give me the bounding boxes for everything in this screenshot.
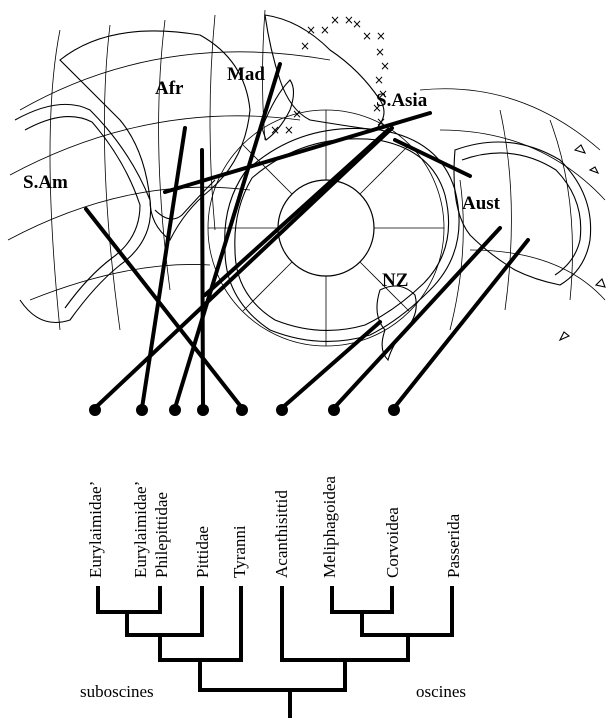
terminal-dot bbox=[276, 404, 288, 416]
madagascar-outline bbox=[261, 79, 295, 141]
line-asia-australia bbox=[393, 138, 472, 178]
line-eurylaimidae-2-africa bbox=[140, 126, 187, 410]
svg-text:×: × bbox=[372, 101, 382, 115]
region-label-south-asia: S.Asia bbox=[376, 90, 428, 111]
tree-branch-meliphagoidea-corvoidea bbox=[330, 586, 394, 614]
region-labels: Afr Mad S.Asia S.Am Aust NZ bbox=[23, 64, 501, 291]
taxon-label-meliphagoidea: Meliphagoidea bbox=[320, 476, 339, 578]
terminal-dots bbox=[89, 404, 400, 416]
africa-outline bbox=[59, 30, 251, 241]
svg-text:×: × bbox=[378, 87, 388, 101]
region-label-south-america: S.Am bbox=[23, 172, 68, 193]
tree-branch-oscines bbox=[288, 658, 347, 692]
longitude-gridlines bbox=[49, 9, 573, 331]
tree-branch-acanthisittid-join bbox=[280, 586, 410, 662]
terminal-dot bbox=[169, 404, 181, 416]
svg-text:×: × bbox=[375, 45, 385, 59]
taxon-label-acanthisittid: Acanthisittid bbox=[272, 490, 291, 578]
line-tyranni-s-america bbox=[84, 207, 244, 410]
svg-text:×: × bbox=[300, 39, 310, 53]
group-label-suboscines: suboscines bbox=[80, 682, 154, 701]
taxon-label-pittidae: Pittidae bbox=[193, 526, 212, 578]
gondwana-map: × × × × × × × × × × × × × × × × × bbox=[7, 9, 606, 362]
tree-branch-suboscines bbox=[198, 658, 292, 692]
region-label-new-zealand: NZ bbox=[382, 270, 408, 291]
tree-branch-eurylaimidae-pair bbox=[96, 586, 162, 614]
coastlines bbox=[14, 14, 606, 362]
latitude-gridlines bbox=[7, 51, 606, 301]
terminal-dot bbox=[197, 404, 209, 416]
svg-text:×: × bbox=[292, 107, 302, 121]
taxon-label-philepittidae: Philepittidae bbox=[152, 492, 171, 578]
line-africa-s-asia bbox=[163, 111, 432, 194]
phylogeny-tree bbox=[96, 586, 454, 718]
taxon-labels: Eurylaimidae’ Eurylaimidae’ Philepittida… bbox=[86, 476, 463, 578]
group-label-oscines: oscines bbox=[416, 682, 466, 701]
svg-text:× ×: × × bbox=[362, 29, 386, 43]
taxon-label-tyranni: Tyranni bbox=[230, 525, 249, 578]
taxon-label-eurylaimidae-1: Eurylaimidae’ bbox=[86, 481, 105, 578]
taxon-label-passerida: Passerida bbox=[444, 513, 463, 578]
dispersal-lines bbox=[84, 62, 530, 410]
terminal-dot bbox=[89, 404, 101, 416]
taxon-label-eurylaimidae-2: Eurylaimidae’ bbox=[131, 481, 150, 578]
svg-text:×: × bbox=[374, 73, 384, 87]
svg-text:× ×: × × bbox=[306, 23, 330, 37]
line-acanthisittid-new-zealand bbox=[280, 320, 382, 410]
svg-text:×: × bbox=[352, 17, 362, 31]
tree-branch-pittidae-join bbox=[125, 586, 204, 637]
region-label-madagascar: Mad bbox=[227, 64, 265, 85]
svg-text:× ×: × × bbox=[330, 13, 354, 27]
south-america-outline bbox=[14, 103, 152, 324]
terminal-dot bbox=[236, 404, 248, 416]
svg-text:×: × bbox=[376, 115, 386, 129]
terminal-dot bbox=[136, 404, 148, 416]
line-corvoidea-australia bbox=[392, 238, 530, 410]
region-label-africa: Afr bbox=[155, 78, 184, 99]
plate-track-crosses: × × × × × × × × × × × × × × × × × bbox=[270, 13, 390, 137]
line-philepittidae-madagascar bbox=[173, 62, 282, 410]
region-label-australia: Aust bbox=[462, 193, 501, 214]
line-eurylaimidae-1-s-asia bbox=[93, 126, 394, 410]
line-pittidae-africa bbox=[200, 148, 205, 410]
line-africa-s-asia-lower bbox=[203, 128, 390, 297]
taxon-label-corvoidea: Corvoidea bbox=[383, 507, 402, 578]
australia-outline bbox=[453, 141, 592, 286]
terminal-dot bbox=[388, 404, 400, 416]
svg-text:×: × bbox=[380, 59, 390, 73]
svg-text:× ×: × × bbox=[270, 123, 294, 137]
terminal-dot bbox=[328, 404, 340, 416]
line-meliphagoidea-australia bbox=[332, 226, 502, 410]
